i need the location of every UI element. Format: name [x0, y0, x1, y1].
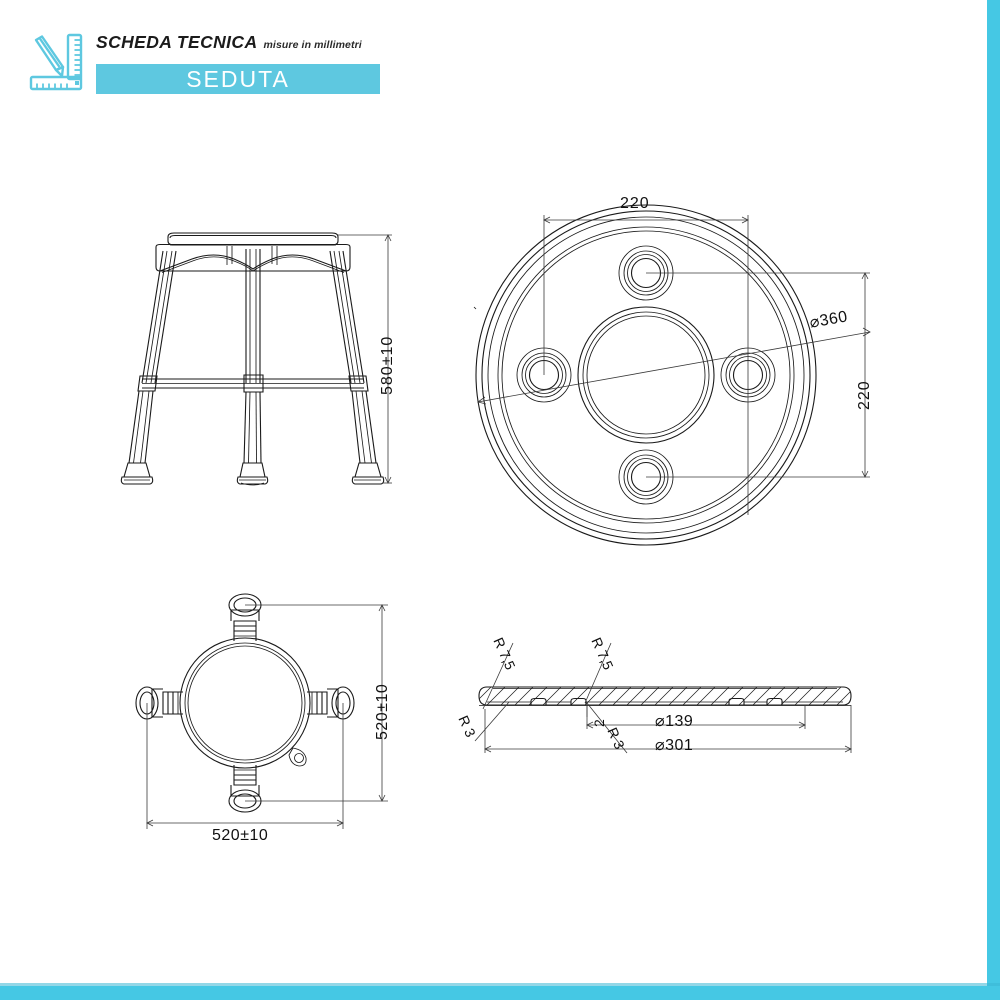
dimension-footprint-vertical: 520±10: [374, 683, 391, 740]
dimension-footprint-horizontal: 520±10: [212, 827, 269, 844]
sheet-title: SCHEDA TECNICA: [96, 32, 258, 52]
sheet-header: SCHEDA TECNICA misure in millimetri SEDUT…: [0, 0, 1000, 110]
foot-print-plan-view: 520±10 520±10: [130, 585, 410, 850]
frame-strip-bottom-shadow: [0, 983, 1000, 986]
front-elevation-view: 580±10: [120, 215, 420, 505]
dimension-front-height: 580±10: [379, 335, 396, 395]
title-block: SCHEDA TECNICA misure in millimetri: [96, 32, 386, 53]
dimension-top-width: 220: [620, 195, 650, 212]
pencil-ruler-icon: [28, 33, 90, 91]
frame-strip-bottom: [0, 986, 1000, 1000]
dimension-top-height: 220: [856, 380, 873, 410]
seat-section-view: R 7,5 R 7,5 R 3 R 3 2 ⌀139 ⌀301: [455, 625, 885, 790]
dimension-thickness: 2: [591, 719, 607, 727]
dimension-inner-diameter: ⌀139: [655, 713, 694, 730]
dimension-section-outer-diameter: ⌀301: [655, 737, 694, 754]
product-banner: SEDUTA: [96, 64, 380, 94]
sheet-subtitle: misure in millimetri: [263, 39, 362, 51]
top-plan-view: 220 220 ⌀360: [470, 185, 880, 585]
product-name: SEDUTA: [186, 66, 290, 92]
frame-strip-right: [987, 0, 1000, 1000]
